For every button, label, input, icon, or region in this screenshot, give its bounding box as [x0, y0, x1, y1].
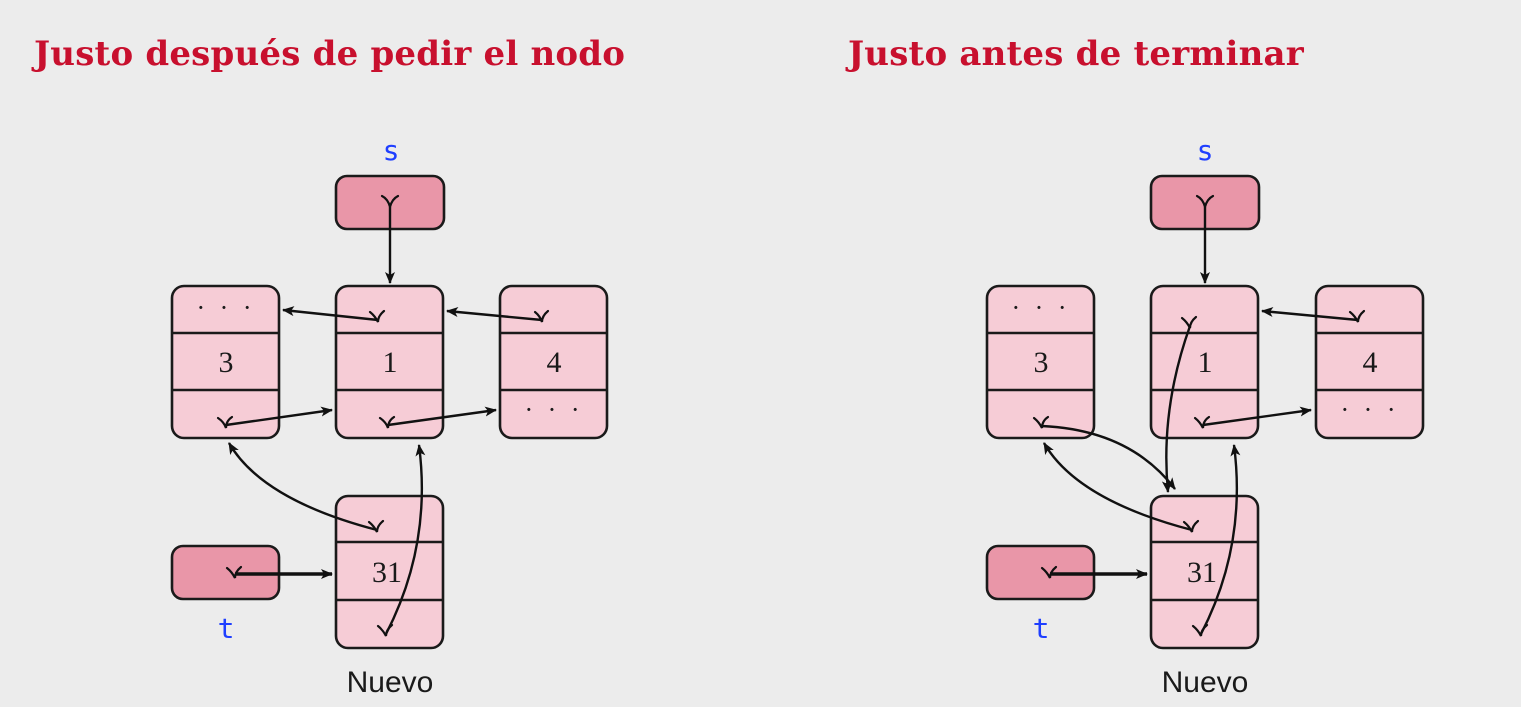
node-left-top-ellipsis: · · ·: [197, 293, 256, 322]
node-left-value: 3: [219, 346, 234, 379]
arrow-node-4-prev: [1261, 307, 1359, 322]
variable-s-label: s: [383, 134, 400, 167]
node-right: 4 · · ·: [498, 284, 609, 440]
node-new-value: 31: [1187, 556, 1217, 589]
panel-after: s · · · 3 1 4 · · · 31: [985, 134, 1425, 699]
arrows-before: [216, 207, 550, 637]
node-new-caption: Nuevo: [347, 666, 434, 699]
node-center-value: 1: [383, 346, 398, 379]
node-left: · · · 3: [985, 284, 1096, 440]
arrow-new-next: [384, 444, 426, 635]
node-left-value: 3: [1034, 346, 1049, 379]
node-new: 31: [1149, 494, 1260, 650]
node-right-value: 4: [547, 346, 562, 379]
node-right: 4 · · ·: [1314, 284, 1425, 440]
node-center-value: 1: [1198, 346, 1213, 379]
arrow-node-1-next: [1202, 406, 1312, 427]
arrow-node-1-prev-to-new: [1161, 325, 1192, 493]
node-right-bottom-ellipsis: · · ·: [525, 395, 584, 424]
panel-title-after: Justo antes de terminar: [848, 34, 1304, 74]
arrow-node-3-next-to-new: [1041, 424, 1176, 490]
panel-before: s · · · 3 1 4 · · · 31: [170, 134, 609, 699]
node-new-caption: Nuevo: [1162, 666, 1249, 699]
arrow-new-prev: [227, 442, 378, 532]
node-center: 1: [334, 284, 445, 440]
arrow-node-1-next: [387, 406, 497, 427]
node-new-value: 31: [372, 556, 402, 589]
node-center: 1: [1149, 284, 1260, 440]
arrow-new-next: [1199, 444, 1241, 635]
node-new: 31: [334, 494, 445, 650]
node-right-value: 4: [1363, 346, 1378, 379]
node-left: · · · 3: [170, 284, 281, 440]
variable-t-label: t: [1033, 612, 1050, 645]
node-right-bottom-ellipsis: · · ·: [1341, 395, 1400, 424]
arrow-new-prev: [1042, 442, 1193, 532]
node-left-top-ellipsis: · · ·: [1012, 293, 1071, 322]
panel-title-before: Justo después de pedir el nodo: [34, 34, 626, 74]
variable-t-label: t: [218, 612, 235, 645]
variable-s-label: s: [1197, 134, 1214, 167]
arrow-node-3-next: [225, 406, 333, 427]
arrows-after: [1032, 207, 1366, 637]
arrow-node-1-prev: [282, 306, 379, 322]
arrow-node-4-prev: [446, 307, 543, 322]
